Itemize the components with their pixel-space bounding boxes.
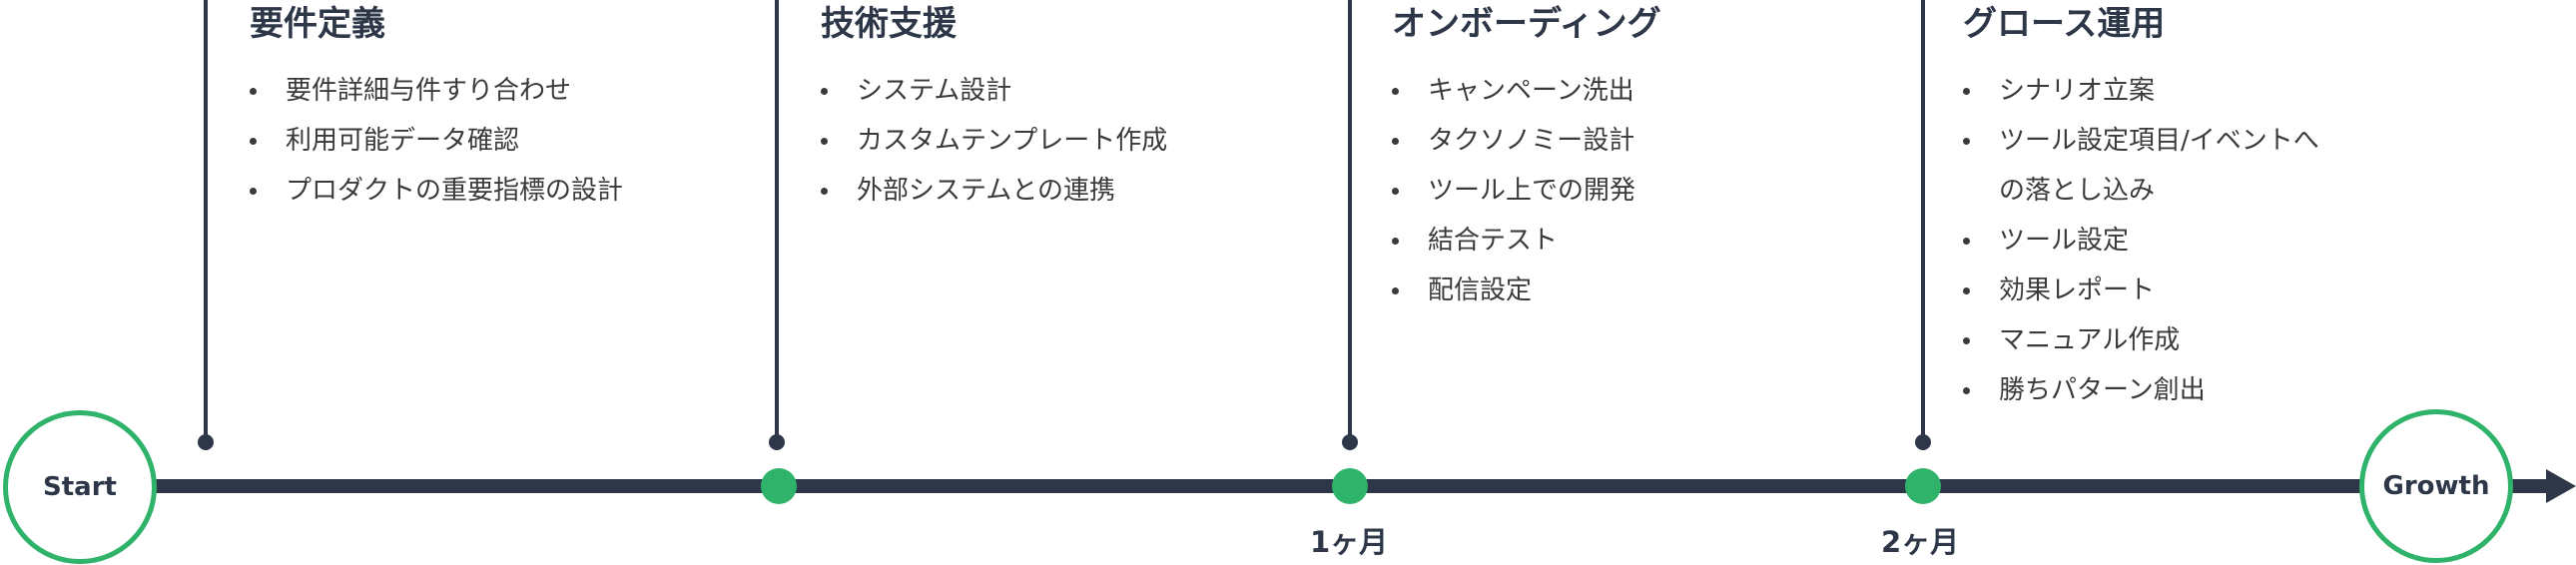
list-item: システム設計 <box>821 66 1167 116</box>
start-node: Start <box>3 410 157 564</box>
milestone-label-2: 2ヶ月 <box>1881 525 1960 559</box>
phase-1-stem <box>204 0 208 439</box>
phase-3-stem-dot <box>1342 434 1358 450</box>
phase-4-stem-dot <box>1915 434 1931 450</box>
phase-2-stem-dot <box>769 434 785 450</box>
list-item-line-1: ツール設定項目/イベントへ <box>1999 126 2319 156</box>
milestone-dot-2 <box>1332 468 1368 504</box>
list-item: 結合テスト <box>1392 216 1661 266</box>
phase-onboarding: オンボーディング キャンペーン洗出 タクソノミー設計 ツール上での開発 結合テス… <box>1392 0 1661 315</box>
list-item: ツール上での開発 <box>1392 166 1661 216</box>
list-item: マニュアル作成 <box>1963 315 2319 365</box>
phase-4-stem <box>1921 0 1925 439</box>
list-item: 要件詳細与件すり合わせ <box>250 66 623 116</box>
list-item: ツール設定項目/イベントへ の落とし込み <box>1963 116 2319 216</box>
phase-title: 要件定義 <box>250 4 385 44</box>
list-item: 効果レポート <box>1963 266 2319 315</box>
phase-tech-support: 技術支援 システム設計 カスタムテンプレート作成 外部システムとの連携 <box>821 0 1167 216</box>
phase-growth-ops: グロース運用 シナリオ立案 ツール設定項目/イベントへ の落とし込み ツール設定… <box>1963 0 2319 415</box>
phase-item-list: キャンペーン洗出 タクソノミー設計 ツール上での開発 結合テスト 配信設定 <box>1392 66 1661 315</box>
list-item: カスタムテンプレート作成 <box>821 116 1167 166</box>
list-item: キャンペーン洗出 <box>1392 66 1661 116</box>
arrow-right-icon <box>2546 469 2576 503</box>
phase-item-list: システム設計 カスタムテンプレート作成 外部システムとの連携 <box>821 66 1167 216</box>
milestone-label-1: 1ヶ月 <box>1310 525 1389 559</box>
list-item: 利用可能データ確認 <box>250 116 623 166</box>
list-item: 配信設定 <box>1392 266 1661 315</box>
phase-requirements: 要件定義 要件詳細与件すり合わせ 利用可能データ確認 プロダクトの重要指標の設計 <box>250 0 623 216</box>
list-item-line-2: の落とし込み <box>1999 176 2156 206</box>
milestone-dot-3 <box>1905 468 1941 504</box>
phase-2-stem <box>775 0 779 439</box>
list-item: シナリオ立案 <box>1963 66 2319 116</box>
phase-title: グロース運用 <box>1963 4 2166 44</box>
phase-3-stem <box>1348 0 1352 439</box>
milestone-dot-1 <box>761 468 797 504</box>
list-item: プロダクトの重要指標の設計 <box>250 166 623 216</box>
growth-label: Growth <box>2382 471 2490 501</box>
start-label: Start <box>43 472 117 502</box>
list-item: 勝ちパターン創出 <box>1963 365 2319 415</box>
phase-title: オンボーディング <box>1392 4 1661 44</box>
phase-item-list: シナリオ立案 ツール設定項目/イベントへ の落とし込み ツール設定 効果レポート… <box>1963 66 2319 415</box>
phase-1-stem-dot <box>198 434 214 450</box>
phase-item-list: 要件詳細与件すり合わせ 利用可能データ確認 プロダクトの重要指標の設計 <box>250 66 623 216</box>
list-item: タクソノミー設計 <box>1392 116 1661 166</box>
list-item: 外部システムとの連携 <box>821 166 1167 216</box>
timeline-axis <box>80 479 2556 493</box>
growth-node: Growth <box>2359 409 2513 563</box>
list-item: ツール設定 <box>1963 216 2319 266</box>
phase-title: 技術支援 <box>821 4 957 44</box>
